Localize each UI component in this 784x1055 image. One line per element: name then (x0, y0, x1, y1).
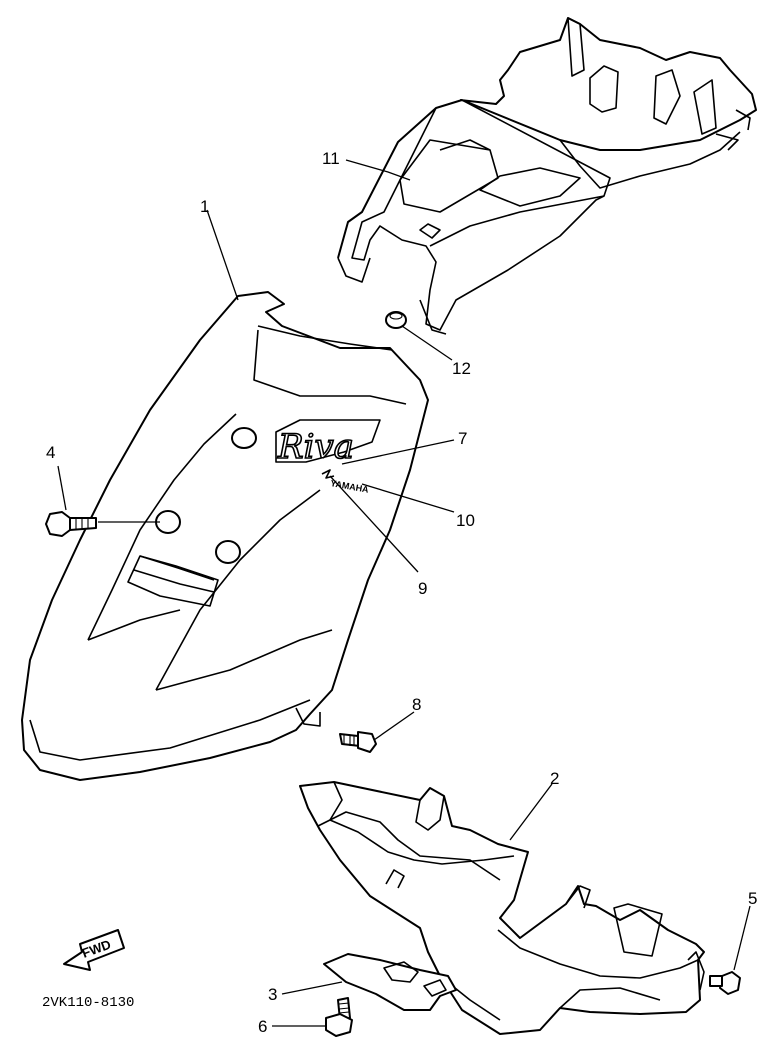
callout-8: 8 (412, 695, 421, 714)
callout-labels: 1 2 3 4 5 6 7 8 9 10 11 12 (46, 149, 757, 1036)
callout-11: 11 (322, 149, 340, 168)
callout-1: 1 (200, 197, 209, 216)
callout-2: 2 (550, 769, 559, 788)
catalog-code: 2VK110-8130 (42, 995, 134, 1011)
callout-9: 9 (418, 579, 427, 598)
screw-8 (339, 731, 377, 753)
front-leg-shield (21, 291, 429, 781)
grommet (385, 311, 407, 329)
callout-6: 6 (258, 1017, 267, 1036)
fwd-arrow-icon: FWD (63, 929, 125, 971)
plate (323, 953, 457, 1011)
inner-panel-bracket (337, 17, 757, 335)
callout-5: 5 (748, 889, 757, 908)
riva-logo-text: Riva (277, 427, 354, 467)
bolt-6 (325, 997, 353, 1037)
callout-3: 3 (268, 985, 277, 1004)
callout-7: 7 (458, 429, 467, 448)
screw-5 (709, 971, 741, 995)
callout-12: 12 (452, 359, 471, 378)
screw-4 (45, 511, 97, 537)
callout-4: 4 (46, 443, 55, 462)
under-cover (299, 781, 705, 1035)
callout-10: 10 (456, 511, 475, 530)
leader-lines (57, 159, 751, 1027)
